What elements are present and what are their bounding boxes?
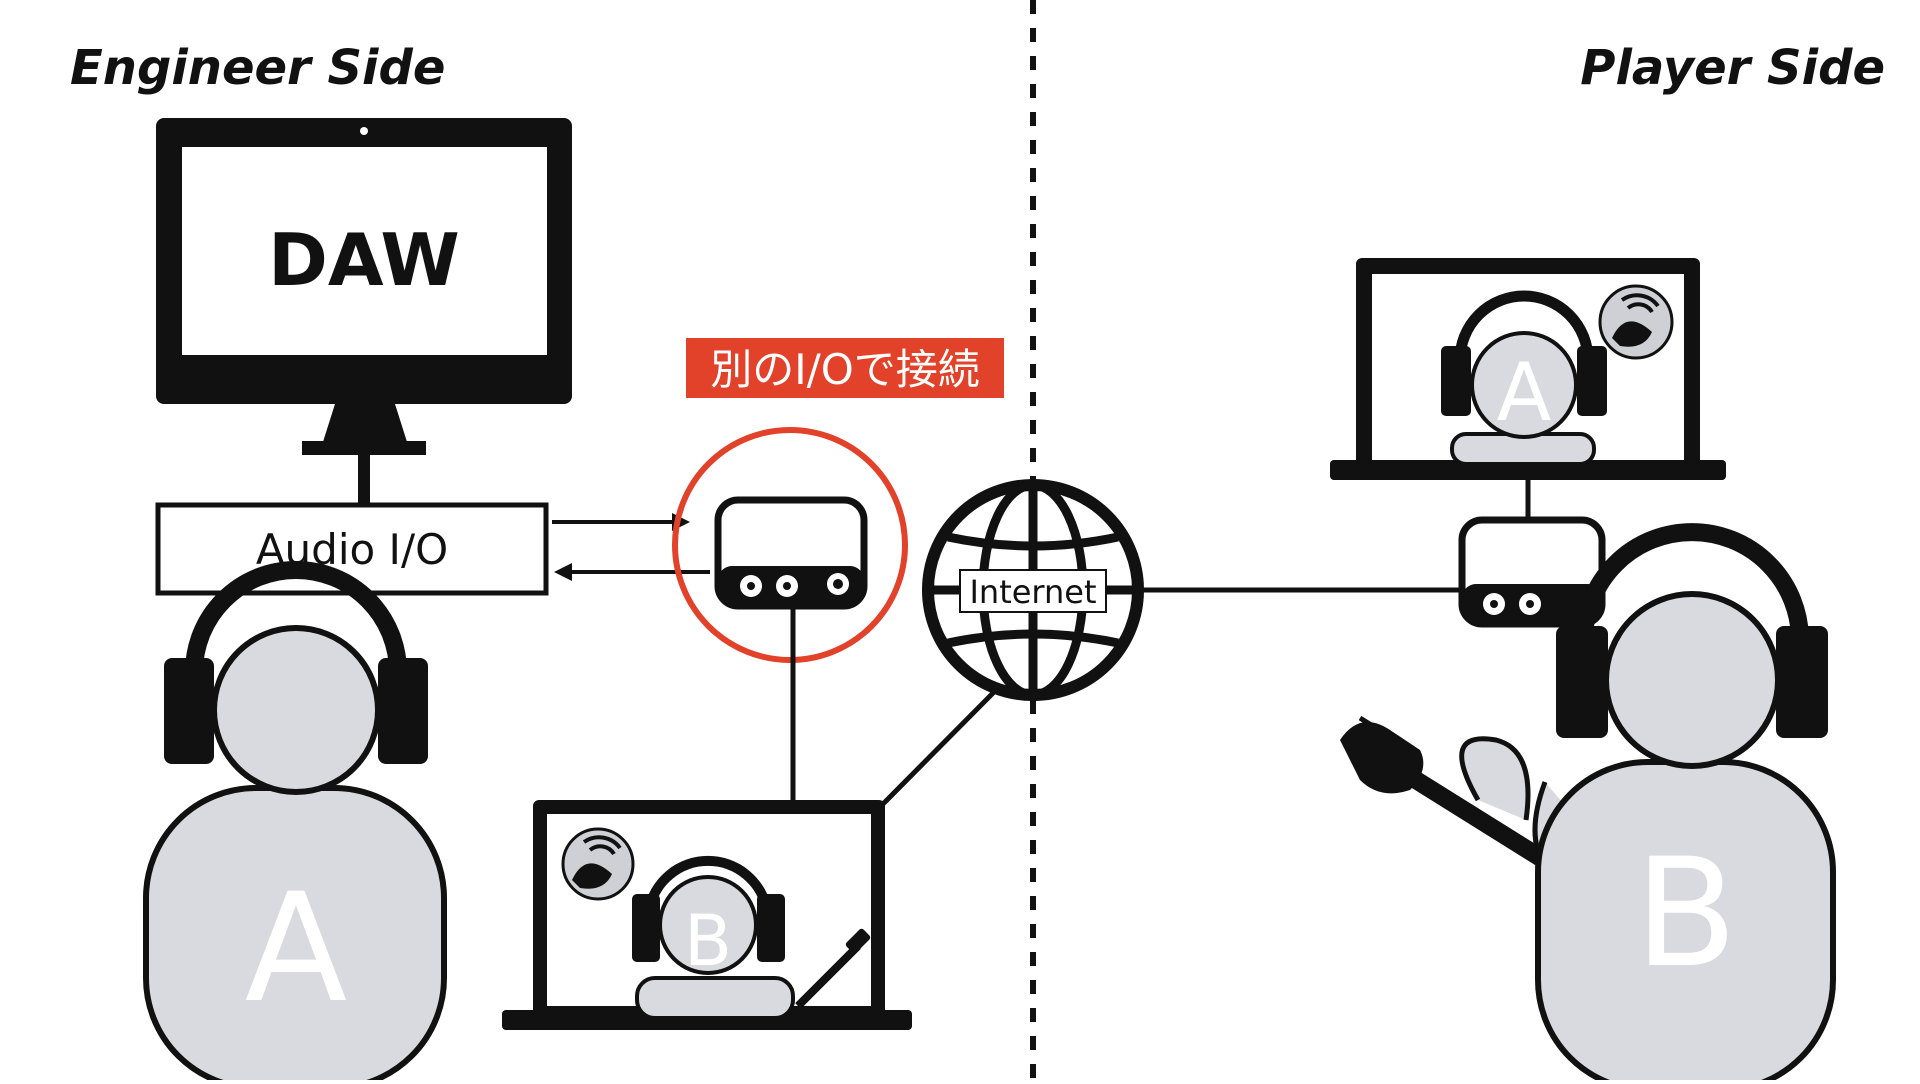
headphones-icon <box>1556 523 1828 738</box>
laptop-b-letter: B <box>684 900 732 982</box>
laptop-to-globe-line <box>878 686 1000 809</box>
callout-box <box>686 338 1004 398</box>
player-side-title: Player Side <box>1580 40 1885 96</box>
audio-interface-icon <box>714 496 868 610</box>
laptop-a-letter: A <box>1497 346 1552 439</box>
arrow-to-audio-io <box>554 563 710 581</box>
app-logo-icon <box>561 827 635 901</box>
audio-interface-icon-player <box>1458 516 1606 628</box>
callout-text: 別のI/Oで接続 <box>710 345 980 394</box>
person-a <box>143 561 447 1084</box>
highlight-circle <box>672 427 908 663</box>
person-b-letter: B <box>1635 827 1738 1001</box>
internet-label-box <box>959 569 1107 613</box>
engineer-side-title: Engineer Side <box>70 40 446 96</box>
guitar-icon <box>1340 715 1569 879</box>
person-b <box>1340 523 1836 1084</box>
monitor-screen-text: DAW <box>268 218 460 302</box>
person-a-letter: A <box>245 862 348 1036</box>
internet-label: Internet <box>969 573 1096 611</box>
laptop-icon-player <box>1330 258 1726 480</box>
app-logo-icon <box>1598 284 1674 360</box>
laptop-icon-engineer <box>502 800 912 1030</box>
arrow-to-interface <box>552 513 690 531</box>
headphones-icon <box>164 561 428 764</box>
monitor-icon <box>156 118 572 507</box>
